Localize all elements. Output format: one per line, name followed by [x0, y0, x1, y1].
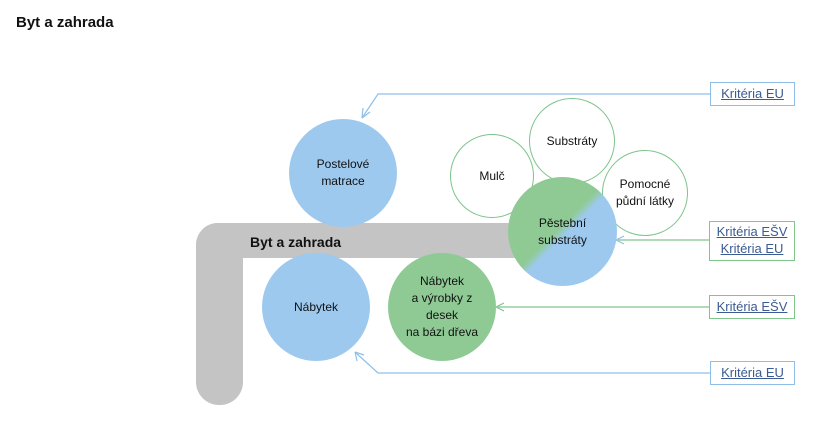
- link-kriteria-eu-postel[interactable]: Kritéria EU: [710, 82, 795, 106]
- category-label: Byt a zahrada: [250, 234, 342, 250]
- link-kriteria-esv-pestebni[interactable]: Kritéria EŠV: [716, 224, 788, 239]
- arrow-head-icon: [354, 351, 365, 362]
- arrow-to-nabytek: [354, 351, 710, 374]
- node-label: Postelové matrace: [316, 157, 370, 188]
- node-nabytek-desky[interactable]: Nábytek a výrobky z desek na bázi dřeva: [388, 253, 496, 361]
- node-label: Mulč: [479, 168, 505, 183]
- node-nabytek[interactable]: Nábytek: [262, 253, 370, 361]
- node-label: Substráty: [546, 133, 598, 148]
- node-label: Nábytek a výrobky z desek na bázi dřeva: [405, 274, 479, 339]
- node-postelove-matrace[interactable]: Postelové matrace: [289, 119, 397, 227]
- arrow-head-icon: [495, 302, 505, 312]
- node-pestebni-substraty[interactable]: Pěstební substráty: [508, 177, 617, 286]
- node-label: Pomocné půdní látky: [615, 177, 675, 208]
- arrow-to-postelove-matrace: [361, 93, 710, 119]
- node-pomocne-pudni-latky[interactable]: Pomocné půdní látky: [602, 150, 688, 236]
- link-kriteria-eu-pestebni[interactable]: Kritéria EU: [720, 241, 784, 256]
- arrow-head-icon: [361, 107, 371, 119]
- arrow-head-icon: [615, 235, 625, 245]
- node-label: Nábytek: [293, 299, 339, 314]
- page-title: Byt a zahrada: [16, 14, 114, 31]
- arrow-to-pestebni-substraty: [615, 235, 709, 245]
- link-kriteria-eu-nabytek[interactable]: Kritéria EU: [710, 361, 795, 385]
- node-label: Pěstební substráty: [538, 215, 587, 247]
- link-kriteria-esv-nabytek-desky[interactable]: Kritéria EŠV: [709, 295, 795, 319]
- arrow-to-nabytek-desky: [495, 302, 709, 312]
- link-group-pestebni: Kritéria EŠV Kritéria EU: [709, 221, 795, 261]
- node-substraty[interactable]: Substráty: [529, 98, 615, 184]
